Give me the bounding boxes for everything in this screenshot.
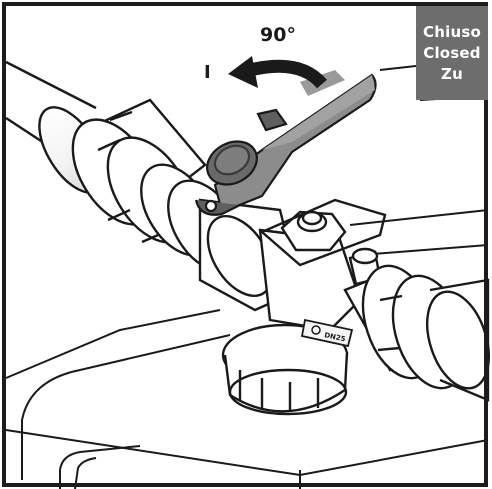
rotation-arrow-icon: [228, 56, 327, 89]
status-label-german: Zu: [441, 64, 463, 83]
status-label-english: Closed: [423, 43, 481, 62]
rotation-angle-label: 90°: [260, 24, 296, 46]
valve-stamp-plate: DN25: [300, 318, 354, 348]
closed-position-mark: I: [204, 62, 211, 83]
frame-border: [2, 2, 488, 487]
status-label-italian: Chiuso: [423, 22, 481, 41]
appliance-housing: [5, 57, 489, 489]
status-label-box: Chiuso Closed Zu: [416, 6, 488, 100]
outlet-union: [343, 264, 490, 402]
